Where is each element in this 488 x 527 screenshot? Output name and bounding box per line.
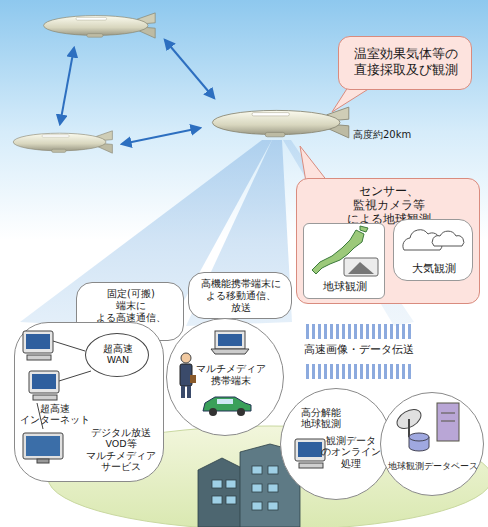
node-text: マルチメディア 携帯端末 — [196, 363, 266, 387]
speech-bubble: 高機能携帯端末に よる移動通信、放送 — [188, 272, 292, 319]
node-text: 地球観測データベース — [388, 461, 478, 471]
processing-circle: 高分解能 地球観測観測データ のオンライン 処理 — [280, 388, 392, 500]
transmission-label: 高速画像・データ伝送 — [301, 342, 417, 357]
altitude-label: 高度約20km — [350, 128, 414, 142]
terminal-circle: マルチメディア 携帯端末 — [166, 318, 284, 436]
node-icon — [381, 393, 485, 497]
map-panel: 地球観測 — [303, 223, 385, 299]
cloud-panel: 大気観測 — [393, 219, 473, 281]
network-ellipse: 超高速 WAN — [85, 333, 149, 377]
node-text: 大気観測 — [412, 262, 456, 275]
database-circle: 地球観測データベース — [380, 392, 484, 496]
node-text: 観測データ のオンライン 処理 — [321, 435, 381, 469]
node-text: 地球観測 — [323, 280, 367, 293]
node-text: 温室効果気体等の 直接採取及び観測 — [354, 46, 458, 77]
node-text: 高機能携帯端末に よる移動通信、放送 — [201, 278, 281, 314]
node-text: 超高速 WAN — [103, 343, 133, 366]
node-text: 超高速 インターネット — [20, 403, 90, 426]
node-text: 高分解能 地球観測 — [301, 407, 341, 430]
node-text: デジタル放送 VOD等 マルチメディア サービス — [86, 427, 156, 473]
terminal-group: 超高速 インターネットデジタル放送 VOD等 マルチメディア サービス 超高速 W… — [14, 322, 164, 482]
callout-box: 温室効果気体等の 直接採取及び観測 — [338, 36, 472, 90]
callout-box: センサー、監視カメラ等 による地球観測地球観測大気観測 — [296, 178, 480, 304]
